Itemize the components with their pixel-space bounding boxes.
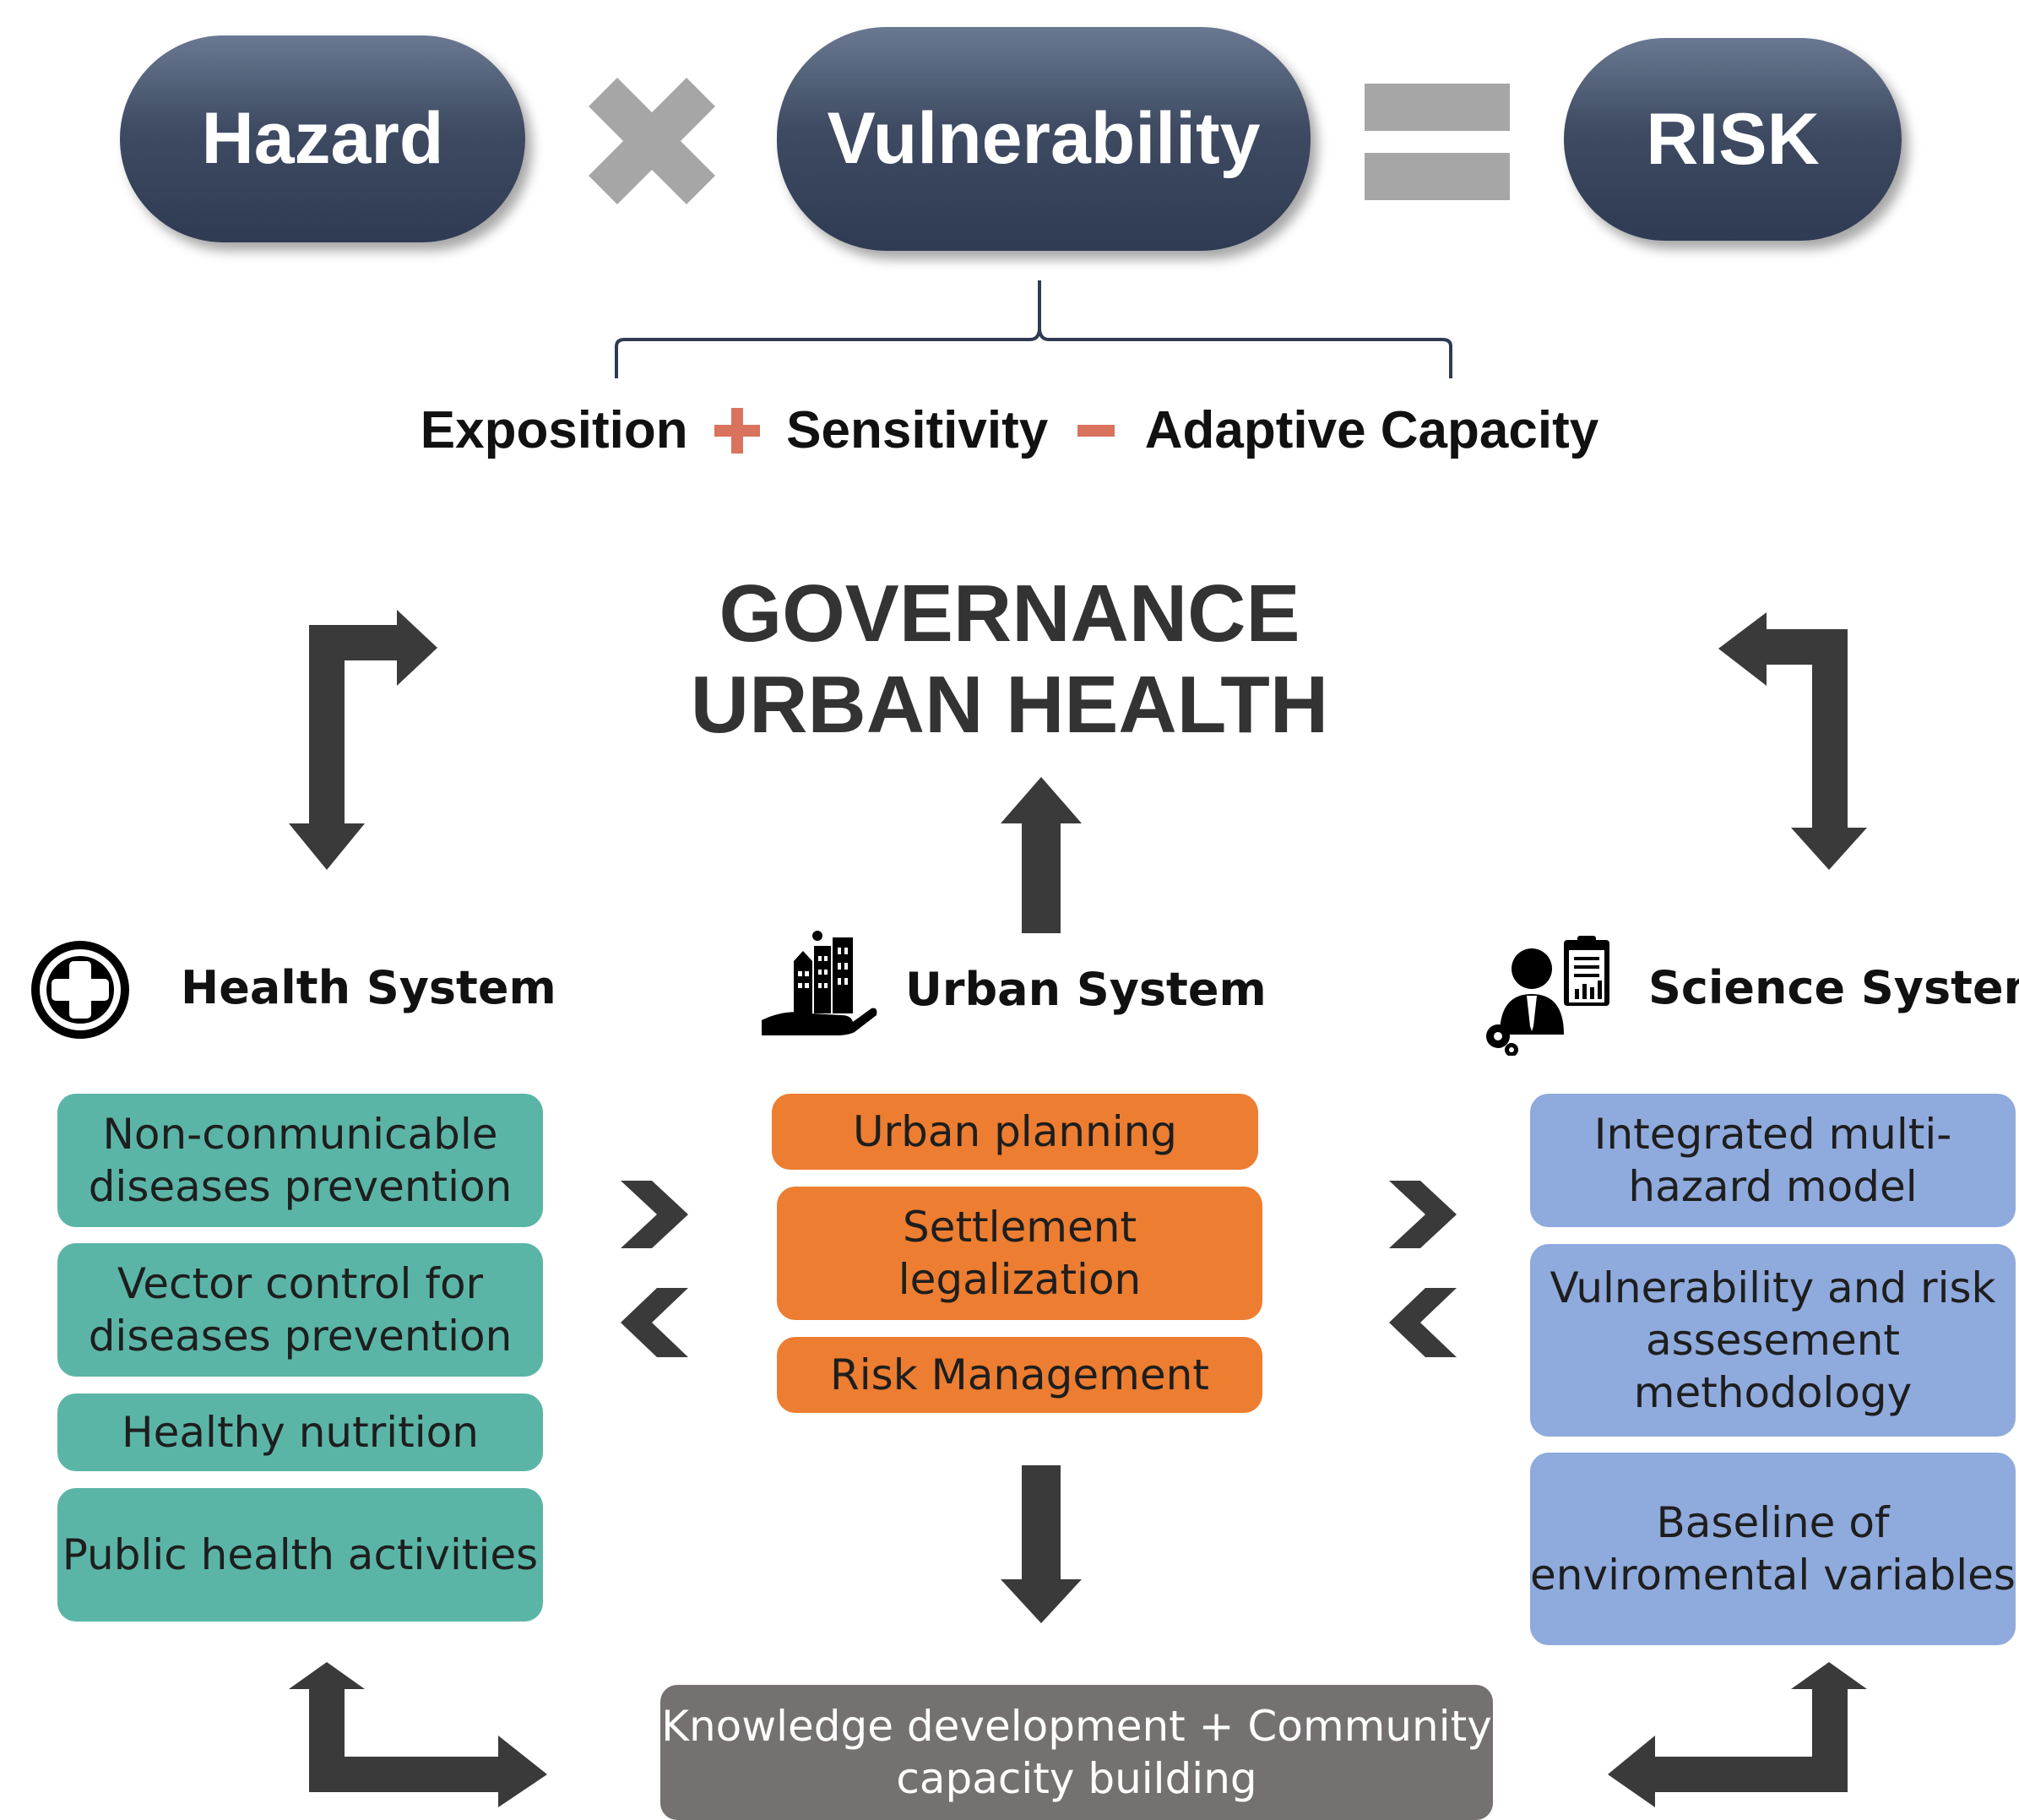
equals-icon: [1365, 84, 1510, 200]
hazard-label: Hazard: [201, 98, 444, 179]
health-item: Public health activities: [57, 1488, 543, 1622]
urban-item: Risk Management: [777, 1337, 1262, 1413]
arrow-down-bottom: [1001, 1465, 1082, 1623]
sensitivity-label: Sensitivity: [786, 401, 1049, 460]
vulnerability-formula: Exposition Sensitivity Adaptive Capacity: [0, 397, 2019, 460]
governance-title: GOVERNANCE: [719, 568, 1300, 659]
multiply-icon: [589, 78, 715, 204]
urban-health-title: URBAN HEALTH: [690, 660, 1329, 750]
risk-label: RISK: [1646, 98, 1820, 180]
science-item: Baseline of enviromental variables: [1530, 1453, 2016, 1645]
city-hand-icon: [762, 931, 877, 1035]
health-item: Healthy nutrition: [57, 1394, 543, 1471]
urban-item: Urban planning: [772, 1094, 1258, 1170]
risk-pill: RISK: [1564, 38, 1902, 241]
chevron-right-icon: [621, 1181, 688, 1248]
science-system-label: Science System: [1648, 961, 2019, 1014]
chevron-left-icon: [621, 1288, 688, 1357]
vulnerability-label: Vulnerability: [827, 98, 1261, 179]
chevron-left-icon: [1389, 1288, 1457, 1357]
exposition-label: Exposition: [420, 401, 688, 460]
elbow-arrow-top-left: [289, 610, 437, 870]
health-item: Non-conmunicable diseases prevention: [57, 1094, 543, 1227]
science-item: Integrated multi-hazard model: [1530, 1094, 2016, 1227]
elbow-arrow-bottom-right: [1608, 1662, 1867, 1807]
health-item: Vector control for diseases prevention: [57, 1243, 543, 1377]
elbow-arrow-bottom-left: [289, 1662, 547, 1807]
minus-icon: [1077, 424, 1115, 437]
plus-icon: [714, 407, 760, 454]
health-system-label: Health System: [181, 961, 556, 1014]
vulnerability-pill: Vulnerability: [777, 27, 1311, 251]
adaptive-capacity-label: Adaptive Capacity: [1144, 401, 1599, 460]
arrow-up-governance: [1001, 777, 1082, 933]
knowledge-development-box: Knowledge development + Community capaci…: [660, 1685, 1493, 1820]
elbow-arrow-top-right: [1718, 612, 1867, 870]
chevron-right-icon: [1389, 1181, 1457, 1248]
brace-icon: [615, 280, 1452, 378]
medical-cross-icon: [31, 941, 129, 1039]
urban-system-label: Urban System: [905, 963, 1267, 1016]
scientist-report-icon: [1486, 936, 1609, 1056]
science-item: Vulnerability and risk assesement method…: [1530, 1244, 2016, 1437]
urban-item: Settlement legalization: [777, 1187, 1262, 1320]
hazard-pill: Hazard: [120, 35, 525, 242]
